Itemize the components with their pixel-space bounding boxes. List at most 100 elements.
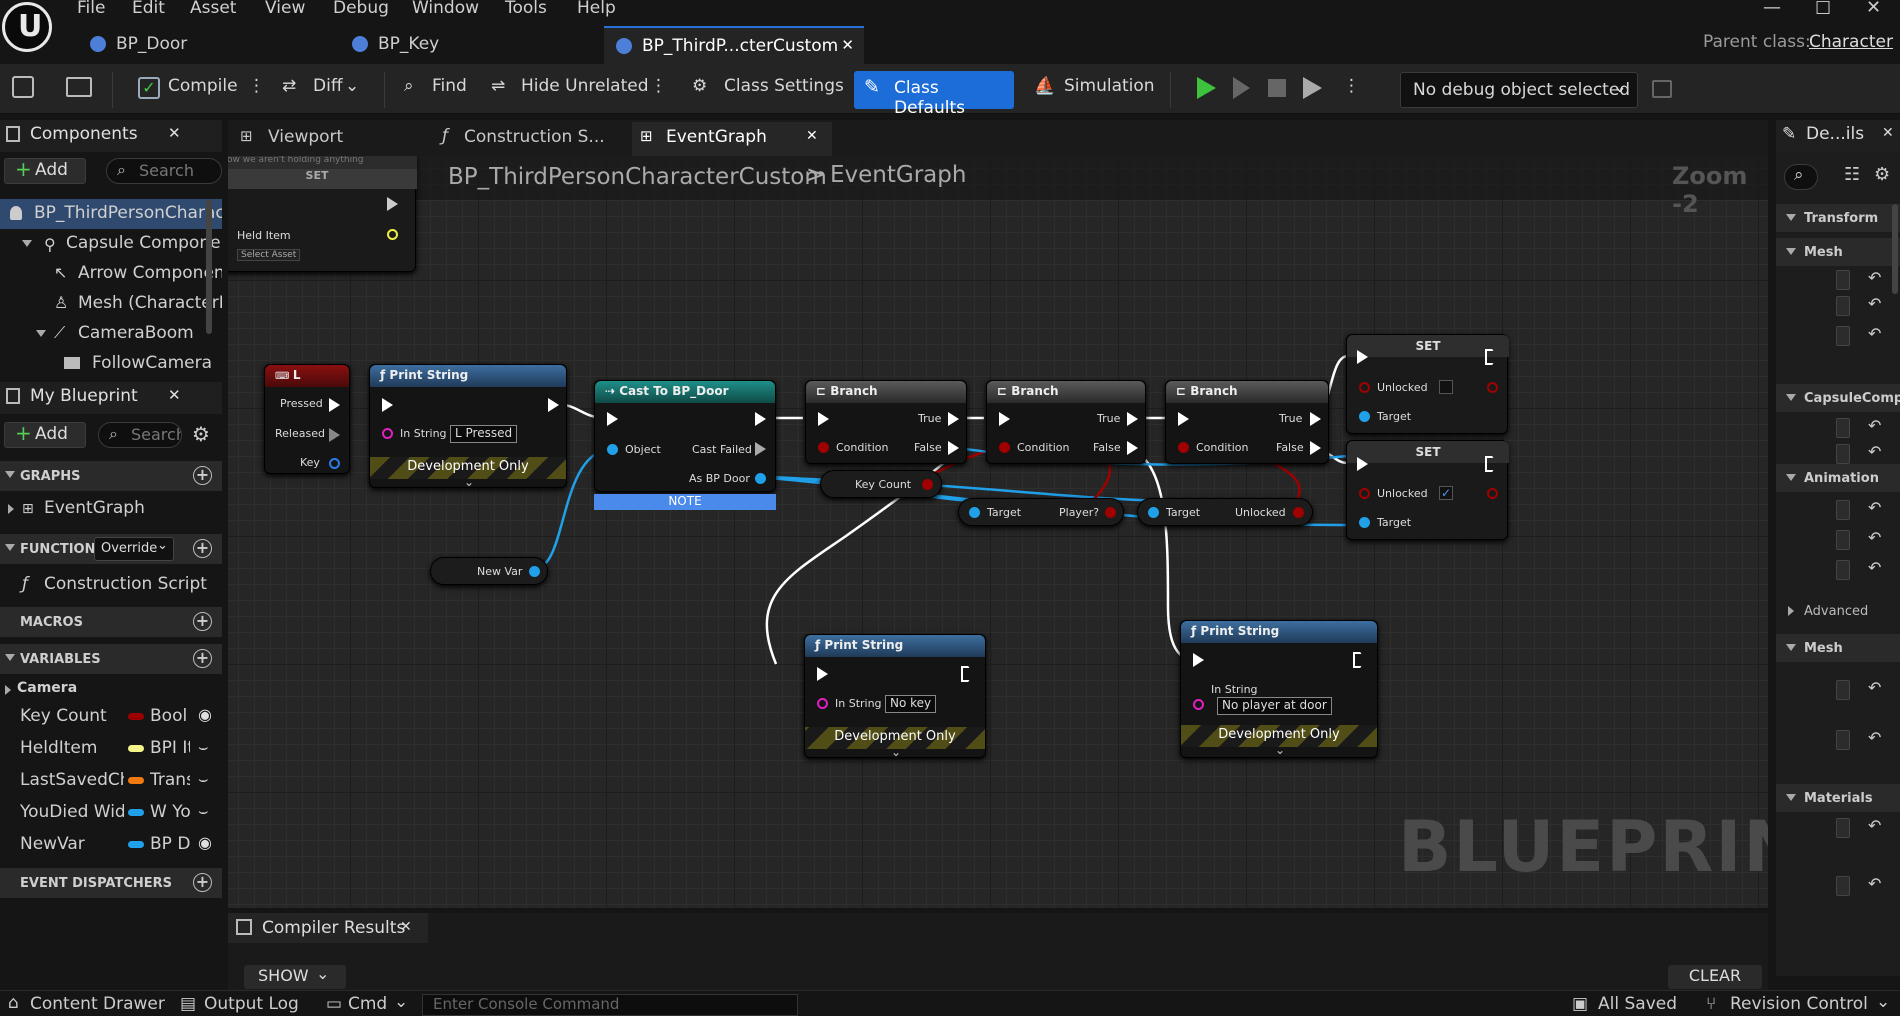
exec-in-pin[interactable] bbox=[1357, 457, 1368, 471]
visibility-eye-icon[interactable]: ⌣ bbox=[198, 737, 209, 756]
component-arrow[interactable]: ↖Arrow Component bbox=[0, 259, 222, 289]
in-string-value[interactable]: No key bbox=[885, 695, 937, 713]
variable-item[interactable]: LastSavedCheckpointTransform⌣ bbox=[0, 765, 222, 795]
player-getter[interactable]: Target Player? bbox=[958, 498, 1124, 526]
object-pin[interactable] bbox=[607, 444, 618, 455]
property-value-swatch[interactable] bbox=[1836, 296, 1850, 316]
debug-object-select[interactable]: No debug object selected⌄ bbox=[1400, 72, 1638, 108]
add-dispatcher-icon[interactable]: + bbox=[193, 873, 212, 892]
compile-icon[interactable]: ✓ bbox=[138, 77, 160, 99]
in-string-value[interactable]: No player at door bbox=[1217, 697, 1332, 715]
component-cameraboom[interactable]: ⟋CameraBoom bbox=[0, 319, 222, 349]
details-section-header[interactable]: CapsuleComp bbox=[1776, 384, 1900, 412]
property-value-swatch[interactable] bbox=[1836, 500, 1850, 520]
details-section-header[interactable]: Transform bbox=[1776, 204, 1900, 232]
property-value-swatch[interactable] bbox=[1836, 730, 1850, 750]
variables-section-header[interactable]: VARIABLES+ bbox=[0, 644, 222, 674]
expand-icon[interactable] bbox=[22, 240, 32, 247]
branch-node-2[interactable]: ⊏ Branch True Condition False bbox=[986, 380, 1146, 464]
compile-options-icon[interactable]: ⋮ bbox=[248, 76, 265, 96]
property-value-swatch[interactable] bbox=[1836, 560, 1850, 580]
add-function-icon[interactable]: + bbox=[193, 539, 212, 558]
exec-in-pin[interactable] bbox=[817, 667, 828, 681]
expand-icon[interactable] bbox=[36, 330, 46, 337]
tab-viewport[interactable]: ⊞Viewport bbox=[232, 122, 422, 156]
reset-to-default-icon[interactable]: ↶ bbox=[1868, 498, 1882, 517]
expand-arrow-icon[interactable]: ⌄ bbox=[464, 475, 475, 489]
add-variable-icon[interactable]: + bbox=[193, 649, 212, 668]
player-out-pin[interactable] bbox=[1105, 507, 1116, 518]
exec-in-pin[interactable] bbox=[999, 412, 1010, 426]
unlocked-pin[interactable] bbox=[1359, 488, 1370, 499]
close-tab-icon[interactable]: ✕ bbox=[841, 36, 854, 54]
true-pin[interactable] bbox=[1127, 412, 1138, 426]
compiler-results-tab[interactable]: Compiler Results✕ bbox=[228, 913, 428, 943]
minimize-icon[interactable]: — bbox=[1763, 0, 1781, 18]
property-value-swatch[interactable] bbox=[1836, 326, 1850, 346]
details-section-header[interactable]: Materials bbox=[1776, 784, 1900, 812]
property-value-swatch[interactable] bbox=[1836, 876, 1850, 896]
reset-to-default-icon[interactable]: ↶ bbox=[1868, 874, 1882, 893]
close-panel-icon[interactable]: ✕ bbox=[168, 124, 181, 142]
cast-to-bp-door-node[interactable]: ⇢ Cast To BP_Door Object Cast Failed As … bbox=[594, 380, 776, 492]
set-held-item-node[interactable]: ow we aren't holding anything SET Held I… bbox=[228, 156, 417, 272]
new-var-getter[interactable]: New Var bbox=[430, 557, 548, 585]
exec-out-pin[interactable] bbox=[1353, 652, 1365, 668]
menu-asset[interactable]: Asset bbox=[190, 0, 237, 18]
reset-to-default-icon[interactable]: ↶ bbox=[1868, 528, 1882, 547]
content-drawer-button[interactable]: Content Drawer bbox=[30, 994, 165, 1014]
key-count-getter[interactable]: Key Count bbox=[820, 470, 942, 498]
component-capsule[interactable]: ⚲Capsule Component bbox=[0, 229, 222, 259]
in-string-pin[interactable] bbox=[817, 698, 828, 709]
chevron-down-icon[interactable]: ⌄ bbox=[394, 992, 409, 1012]
close-tab-icon[interactable]: ✕ bbox=[806, 128, 818, 144]
details-section-header[interactable]: Mesh bbox=[1776, 238, 1900, 266]
true-pin[interactable] bbox=[1310, 412, 1321, 426]
unlocked-pin[interactable] bbox=[1359, 382, 1370, 393]
property-value-swatch[interactable] bbox=[1836, 818, 1850, 838]
menu-debug[interactable]: Debug bbox=[333, 0, 389, 18]
exec-in-pin[interactable] bbox=[818, 412, 829, 426]
add-graph-icon[interactable]: + bbox=[193, 466, 212, 485]
browse-icon[interactable] bbox=[66, 77, 92, 97]
menu-window[interactable]: Window bbox=[412, 0, 480, 18]
visibility-eye-icon[interactable]: ◉ bbox=[198, 705, 212, 724]
event-dispatchers-section-header[interactable]: EVENT DISPATCHERS+ bbox=[0, 868, 222, 898]
debug-filter-icon[interactable] bbox=[1652, 80, 1672, 98]
breadcrumb-root[interactable]: BP_ThirdPersonCharacterCustom bbox=[448, 164, 827, 190]
set-unlocked-node-1[interactable]: SET Unlocked Target bbox=[1346, 334, 1509, 434]
play-icon[interactable] bbox=[1197, 77, 1216, 99]
unreal-logo-icon[interactable] bbox=[2, 2, 52, 52]
menu-edit[interactable]: Edit bbox=[132, 0, 165, 18]
stop-icon[interactable] bbox=[1268, 79, 1286, 97]
reset-to-default-icon[interactable]: ↶ bbox=[1868, 678, 1882, 697]
exec-in-pin[interactable] bbox=[607, 412, 618, 426]
components-search-input[interactable]: ⌕Search bbox=[106, 158, 222, 184]
exec-out-pin[interactable] bbox=[961, 666, 973, 682]
true-pin[interactable] bbox=[948, 412, 959, 426]
close-panel-icon[interactable]: ✕ bbox=[1882, 125, 1894, 141]
find-button[interactable]: Find bbox=[432, 76, 467, 96]
key-event-l-node[interactable]: ⌨ L Pressed Released Key bbox=[264, 364, 350, 474]
tab-eventgraph[interactable]: ⊞EventGraph✕ bbox=[632, 122, 832, 156]
menu-tools[interactable]: Tools bbox=[505, 0, 547, 18]
target-pin[interactable] bbox=[1148, 507, 1159, 518]
cast-failed-pin[interactable] bbox=[755, 442, 766, 456]
variable-category-camera[interactable]: Camera bbox=[0, 676, 222, 706]
reset-to-default-icon[interactable]: ↶ bbox=[1868, 442, 1882, 461]
simulation-button[interactable]: Simulation bbox=[1064, 76, 1155, 96]
key-count-out-pin[interactable] bbox=[922, 479, 933, 490]
doc-tab-bp-door[interactable]: BP_Door bbox=[78, 26, 328, 64]
branch-node-3[interactable]: ⊏ Branch True Condition False bbox=[1165, 380, 1329, 464]
details-scrollbar[interactable] bbox=[1892, 204, 1898, 294]
override-dropdown[interactable]: Override⌄ bbox=[94, 537, 174, 561]
reset-to-default-icon[interactable]: ↶ bbox=[1868, 294, 1882, 313]
close-tab-icon[interactable]: ✕ bbox=[400, 919, 412, 935]
output-log-button[interactable]: Output Log bbox=[204, 994, 299, 1014]
all-saved-status[interactable]: All Saved bbox=[1598, 994, 1677, 1014]
gear-icon[interactable]: ⚙ bbox=[192, 422, 210, 446]
